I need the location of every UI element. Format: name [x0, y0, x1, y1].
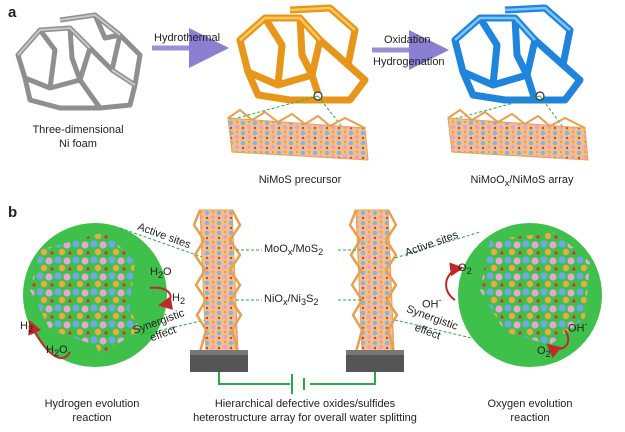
oxidation-label: Oxidation	[384, 34, 431, 46]
hydrogenation-label: Hydrogenation	[373, 56, 445, 68]
foam-caption-1: Three-dimensional	[32, 124, 124, 136]
moox-label: MoOx/MoS2	[264, 243, 324, 258]
oer-o2-bottom: O2	[537, 345, 551, 360]
precursor-nanorod	[227, 108, 369, 161]
her-h2-left: H2	[20, 320, 34, 335]
oer-o2-top: O2	[458, 262, 472, 277]
array-nanorod	[447, 108, 589, 161]
left-nanorod	[190, 209, 248, 372]
oer-arrow-left	[445, 262, 464, 301]
her-h2-right: H2	[172, 292, 186, 307]
panel-label-a: a	[8, 4, 17, 21]
her-arrow-left	[28, 320, 71, 360]
oer-oh-right: OH-	[568, 319, 588, 335]
right-nanorod	[346, 209, 404, 372]
precursor-caption: NiMoS precursor	[258, 174, 342, 186]
oer-oh-left: OH-	[422, 295, 442, 311]
foam-caption-2: Ni foam	[59, 138, 97, 150]
hydrothermal-label: Hydrothermal	[154, 32, 221, 44]
oer-arrow-right	[546, 329, 570, 359]
her-h2o-bottom: H2O	[46, 344, 68, 359]
her-h2o-top: H2O	[150, 266, 172, 281]
oer-caption-2: reaction	[510, 412, 550, 424]
oer-sphere	[458, 223, 602, 367]
her-sphere	[23, 223, 167, 367]
her-caption-1: Hydrogen evolution	[44, 398, 140, 410]
niox-label: NiOx/Ni3S2	[264, 293, 319, 308]
array-caption: NiMoOx/NiMoS array	[470, 174, 574, 189]
circuit	[218, 372, 376, 394]
center-caption-2: heterostructure array for overall water …	[193, 412, 417, 424]
her-caption-2: reaction	[72, 412, 112, 424]
panel-label-b: b	[8, 204, 18, 221]
her-arrow-right	[149, 286, 173, 310]
oer-caption-1: Oxygen evolution	[487, 398, 573, 410]
center-caption-1: Hierarchical defective oxides/sulfides	[214, 398, 396, 410]
ni-foam	[15, 12, 143, 111]
